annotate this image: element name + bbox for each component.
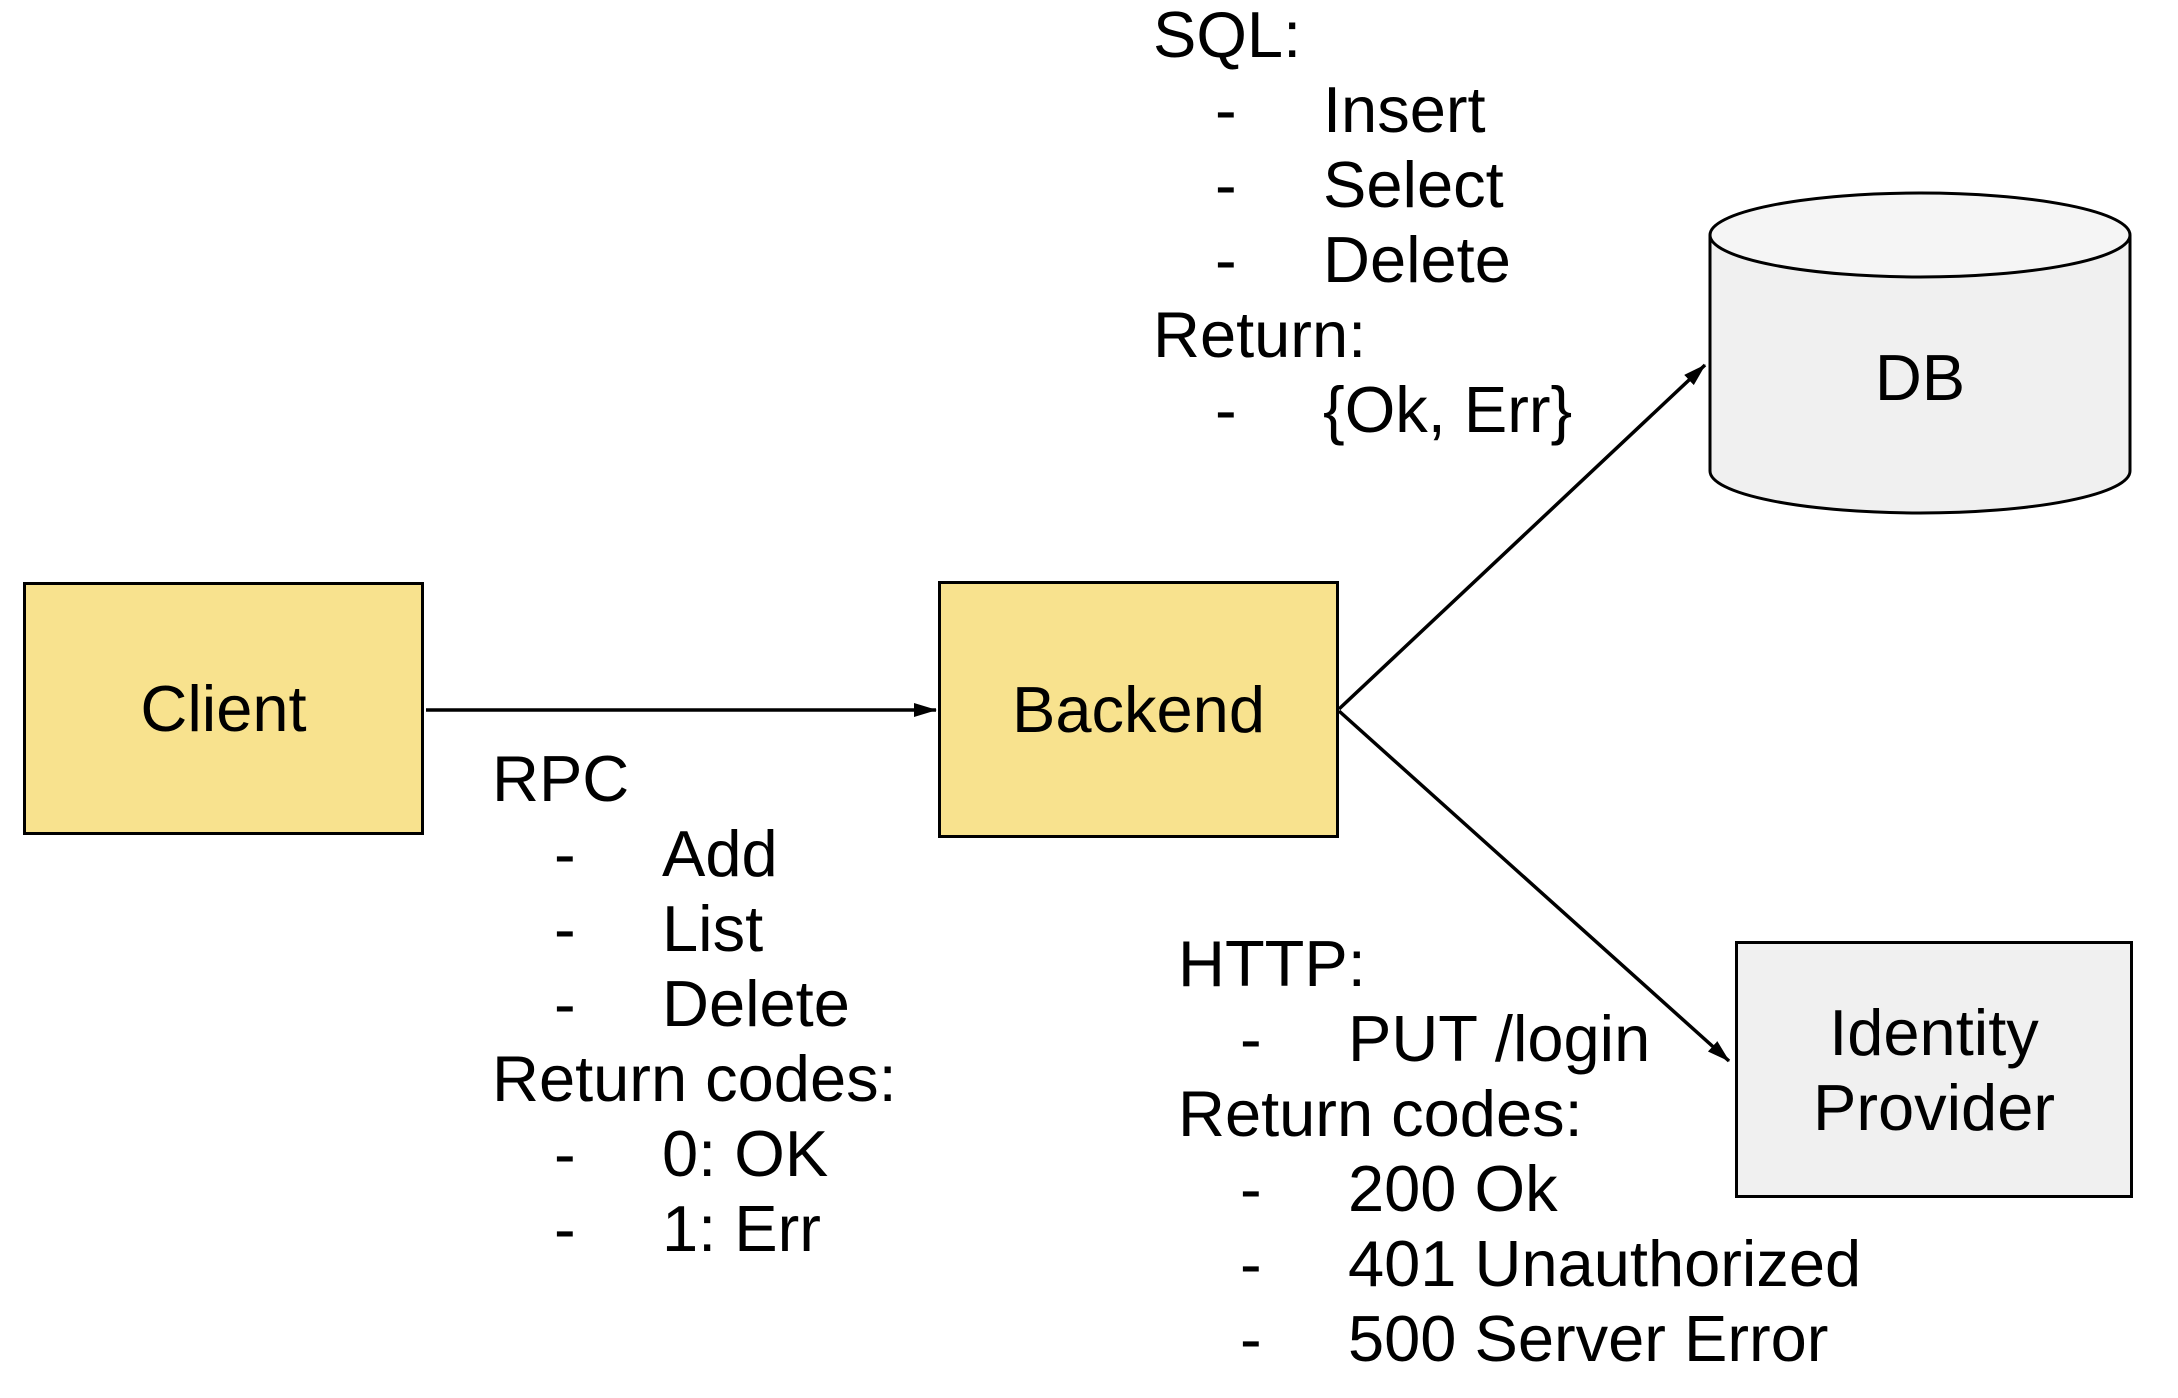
client-label: Client (140, 672, 307, 745)
bullet-dash: - (1240, 1302, 1262, 1375)
bullet-dash: - (1215, 373, 1237, 446)
annotation-item: - 500 Server Error (1178, 1301, 1861, 1376)
client-node: Client (23, 582, 424, 835)
backend-node: Backend (938, 581, 1339, 838)
annotation-item: - List (492, 891, 897, 966)
bullet-dash: - (554, 1192, 576, 1265)
identity-provider-label: Identity Provider (1812, 995, 2056, 1144)
annotation-item-text: Select (1323, 148, 1504, 221)
annotation-item-text: List (662, 892, 764, 965)
bullet-dash: - (1215, 148, 1237, 221)
annotation-item-text: {Ok, Err} (1323, 373, 1573, 446)
annotation-item: - 401 Unauthorized (1178, 1226, 1861, 1301)
bullet-dash: - (1240, 1227, 1262, 1300)
annotation-item-text: Insert (1323, 73, 1486, 146)
annotation-heading: RPC (492, 742, 630, 815)
annotation-heading: Return: (1153, 298, 1367, 371)
annotation-item: - PUT /login (1178, 1001, 1861, 1076)
bullet-dash: - (1240, 1002, 1262, 1075)
annotation-item: - Add (492, 816, 897, 891)
annotation-item: - 0: OK (492, 1116, 897, 1191)
annotation-heading: HTTP: (1178, 927, 1366, 1000)
annotation-heading: Return codes: (492, 1042, 897, 1115)
bullet-dash: - (1215, 223, 1237, 296)
annotation-item-text: Delete (662, 967, 850, 1040)
annotation-item-text: 0: OK (662, 1117, 829, 1190)
annotation-item: - Delete (1153, 222, 1572, 297)
annotation-item-text: 200 Ok (1348, 1152, 1558, 1225)
identity-provider-node: Identity Provider (1735, 941, 2133, 1198)
annotation-item-text: 1: Err (662, 1192, 821, 1265)
annotation-item: - 200 Ok (1178, 1151, 1861, 1226)
db-label: DB (1874, 341, 1966, 414)
db-cylinder-body (1708, 235, 2132, 515)
annotation-item: - Select (1153, 147, 1572, 222)
bullet-dash: - (554, 1117, 576, 1190)
bullet-dash: - (554, 967, 576, 1040)
annotation-item: - 1: Err (492, 1191, 897, 1266)
annotation-heading: SQL: (1153, 0, 1302, 71)
annotation-heading: Return codes: (1178, 1077, 1583, 1150)
annotation-item: - Insert (1153, 72, 1572, 147)
bullet-dash: - (554, 892, 576, 965)
annotation-item: - {Ok, Err} (1153, 372, 1572, 447)
annotation-item-text: 401 Unauthorized (1348, 1227, 1862, 1300)
bullet-dash: - (554, 817, 576, 890)
backend-db-arrow (1337, 363, 1707, 711)
backend-identity-arrow (1337, 709, 1731, 1063)
annotation-item: - Delete (492, 966, 897, 1041)
bullet-dash: - (1215, 73, 1237, 146)
annotation-item-text: 500 Server Error (1348, 1302, 1829, 1375)
annotation-item-text: PUT /login (1348, 1002, 1651, 1075)
annotation-item-text: Delete (1323, 223, 1511, 296)
annotation-item-text: Add (662, 817, 778, 890)
db-cylinder-top (1708, 191, 2132, 279)
backend-label: Backend (1012, 673, 1265, 746)
bullet-dash: - (1240, 1152, 1262, 1225)
